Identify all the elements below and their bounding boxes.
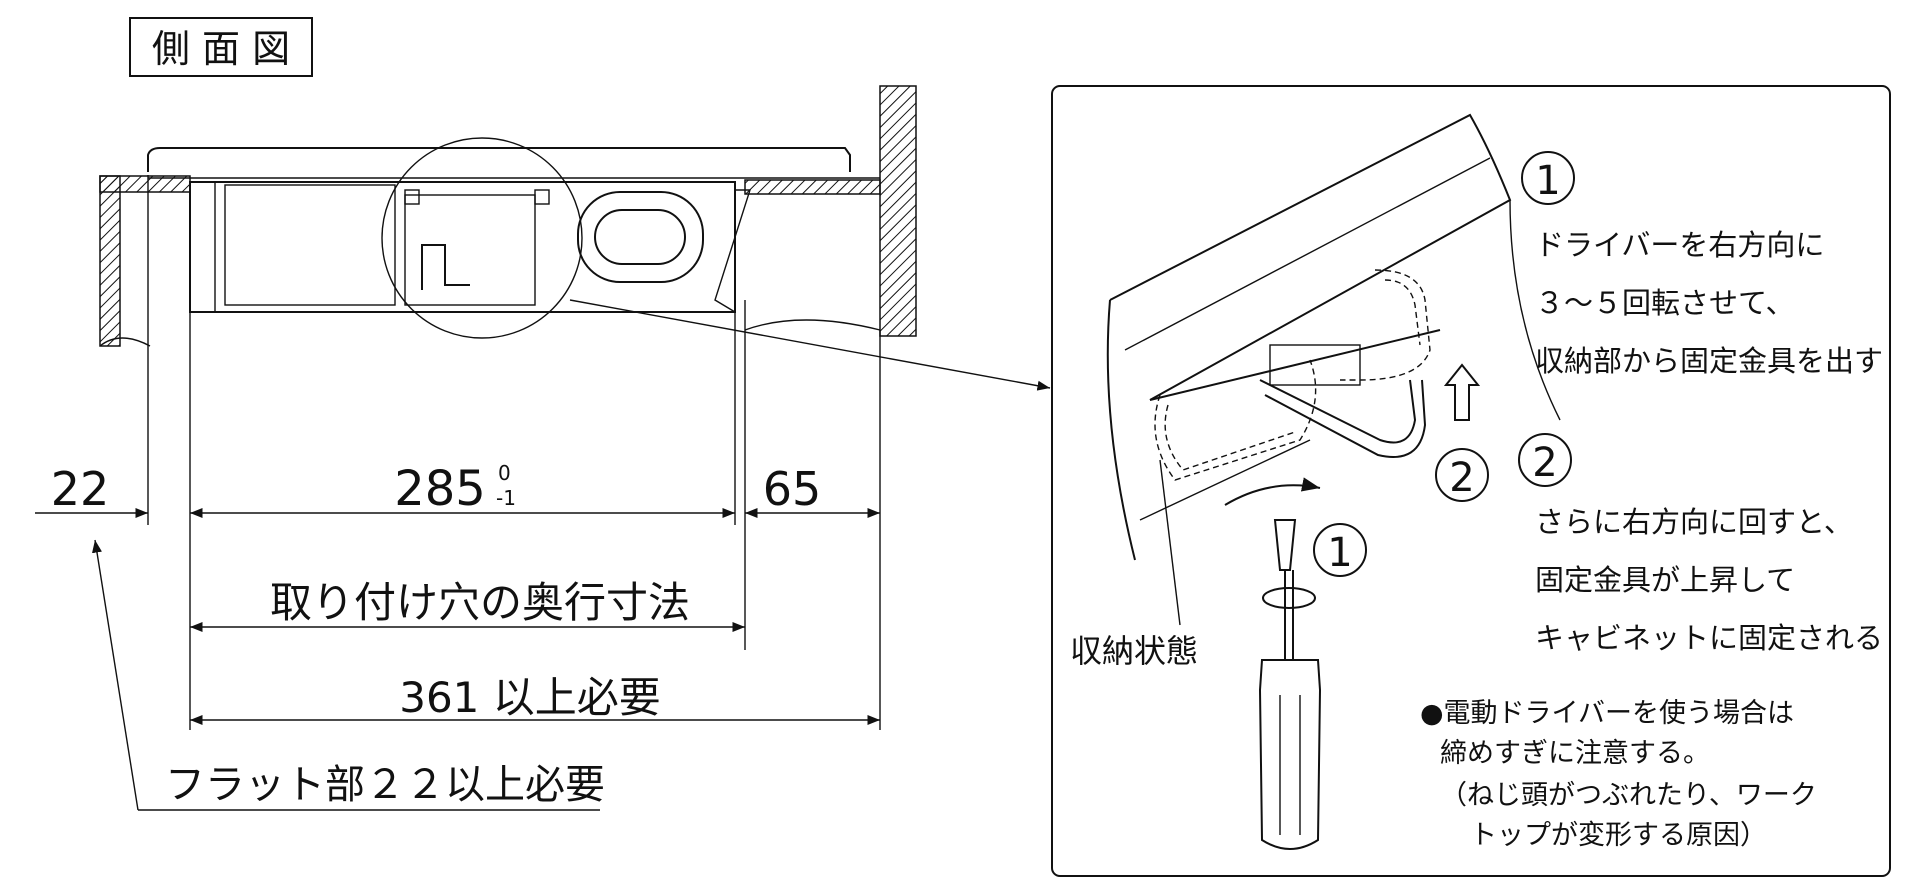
side-view-title: 側 面 図 (152, 27, 290, 71)
detail-panel: 1 2 収納状態 1 ドライバーを右方向に ３～５回転させて、 収納部から固定金… (1051, 85, 1891, 877)
bracket-marker-circle (1435, 448, 1489, 502)
step2-line-2: 固定金具が上昇して (1535, 563, 1795, 597)
step2-line-1: さらに右方向に回すと、 (1535, 505, 1853, 539)
dim-center-value: 285 (394, 461, 486, 517)
bracket-marker: 2 (1449, 455, 1474, 501)
control-knob (577, 191, 704, 283)
driver-marker-circle (1313, 523, 1367, 577)
cabinet-wall-left (99, 175, 121, 347)
detail-circle (381, 137, 583, 339)
step1-line-1: ドライバーを右方向に (1535, 228, 1824, 262)
driver-marker: 1 (1327, 530, 1352, 576)
step2-marker-circle (1518, 433, 1572, 487)
break-line-right (744, 319, 881, 331)
screwdriver (1258, 519, 1322, 850)
up-arrow-icon (1443, 363, 1481, 421)
appliance-body (189, 181, 736, 313)
wall (879, 85, 917, 337)
title-box (129, 17, 313, 77)
flat-label: フラット部２２以上必要 (165, 762, 605, 808)
dim-right-value: 65 (763, 462, 822, 516)
countertop-right (744, 179, 881, 195)
step1-line-3: 収納部から固定金具を出す (1535, 344, 1883, 378)
step1-marker-circle (1521, 151, 1575, 205)
dim-left-value: 22 (51, 462, 110, 516)
dim-center-tol-lower: -1 (496, 486, 516, 510)
step2-marker: 2 (1532, 440, 1557, 486)
detail-leader (569, 299, 1051, 391)
step1-line-2: ３～５回転させて、 (1535, 286, 1795, 320)
storage-label: 収納状態 (1070, 632, 1198, 670)
step2-line-3: キャビネットに固定される (1535, 621, 1883, 655)
note-line-3: （ねじ頭がつぶれたり、ワーク (1440, 780, 1817, 811)
dim-center-tol-upper: 0 (498, 461, 511, 485)
break-line-left (99, 337, 151, 347)
note-line-4: トップが変形する原因） (1470, 820, 1767, 851)
step1-marker: 1 (1535, 158, 1560, 204)
note-line-2: 締めすぎに注意する。 (1440, 738, 1710, 769)
hole-depth-label: 取り付け穴の奥行寸法 (270, 578, 690, 627)
side-view: 側 面 図 22 (35, 17, 1051, 811)
detail-frame (1051, 85, 1891, 877)
flat-leader (92, 539, 139, 811)
required-depth-label: 361 以上必要 (399, 673, 661, 722)
appliance-top-plate (147, 147, 851, 172)
note-line-1: ●電動ドライバーを使う場合は (1420, 698, 1794, 729)
